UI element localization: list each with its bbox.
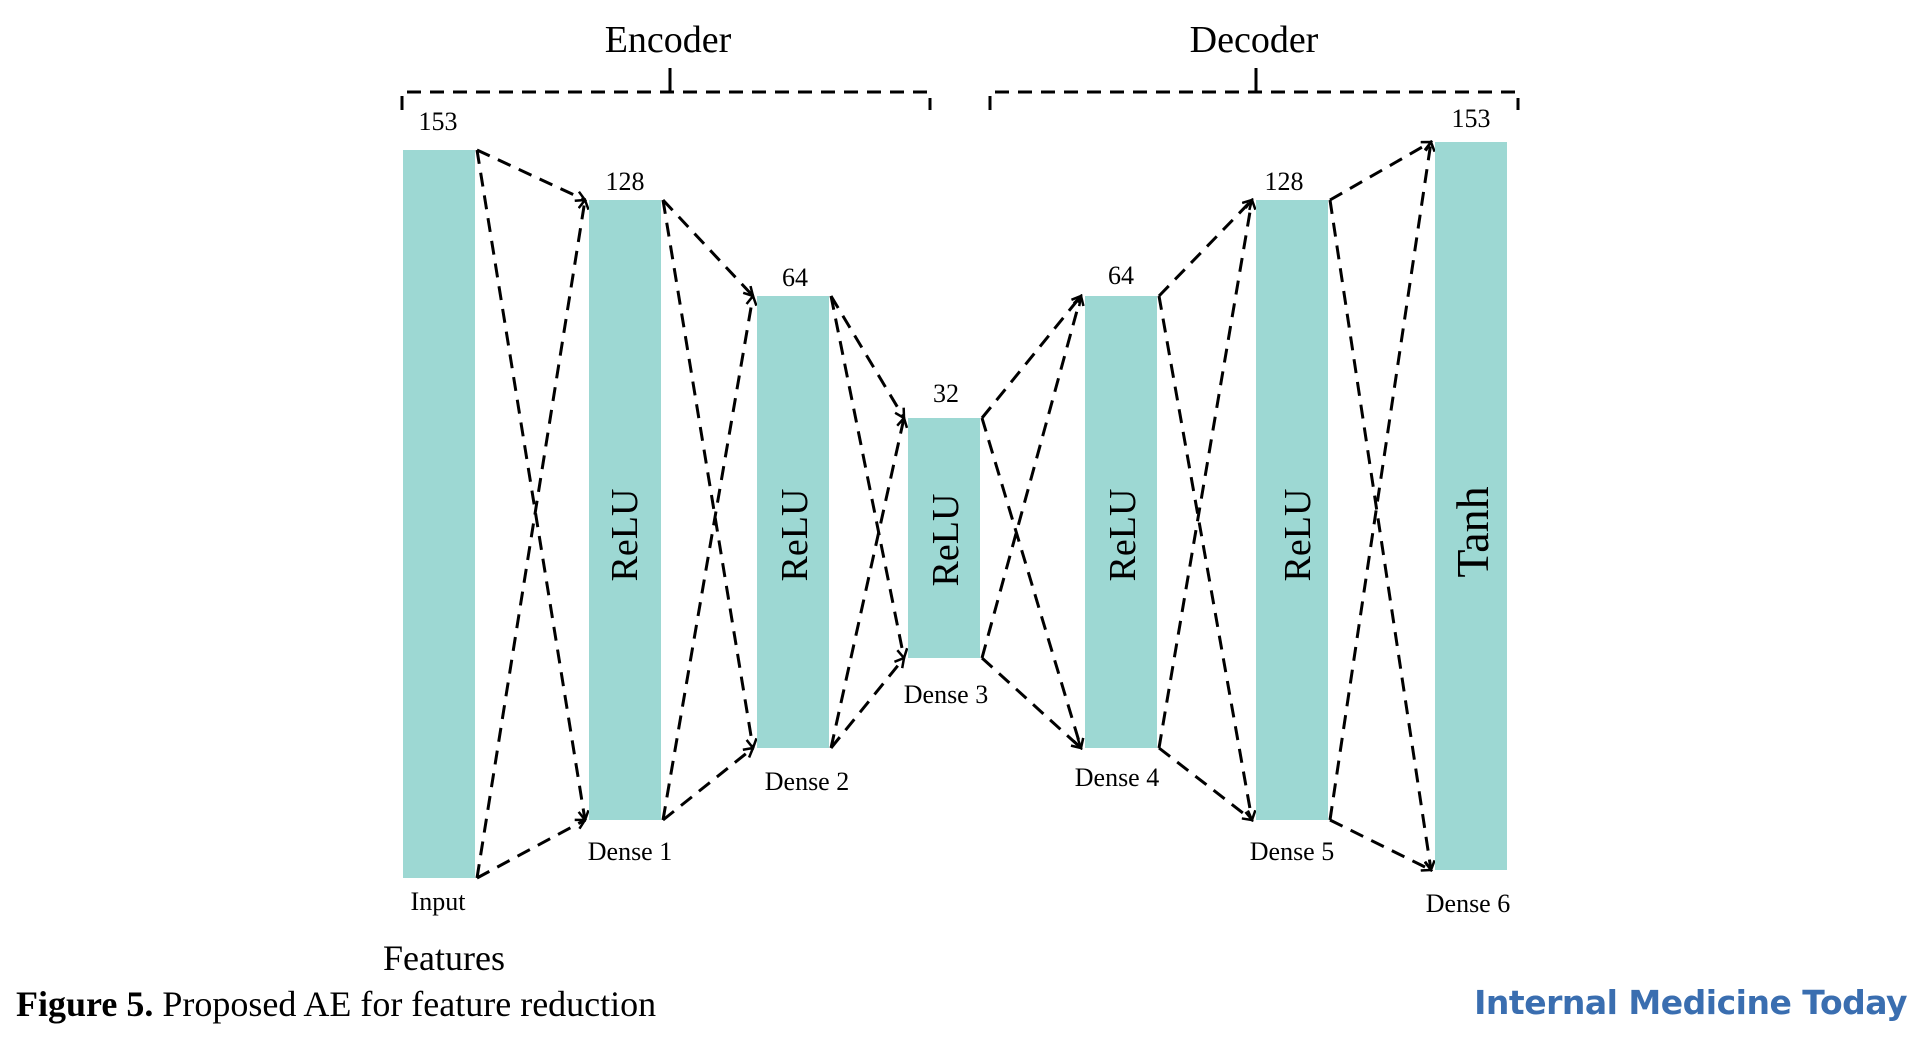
dense-3-size: 32 — [933, 379, 959, 408]
layer-dense-6: 153 Dense 6 Tanh — [1426, 104, 1510, 918]
dense-2-bar — [757, 296, 829, 748]
connection-arrow-4-3 — [980, 296, 1081, 659]
caption-text: Proposed AE for feature reduction — [153, 984, 657, 1024]
input-label: Input — [411, 887, 467, 916]
dense-4-label: Dense 4 — [1075, 763, 1159, 792]
layer-input: 153 Input — [403, 107, 475, 916]
dense-6-label: Dense 6 — [1426, 889, 1510, 918]
connection-arrow-5-4 — [1158, 746, 1252, 820]
dense-1-bar — [589, 200, 661, 820]
dense-5-label: Dense 5 — [1250, 837, 1334, 866]
dense-3-label: Dense 3 — [904, 680, 988, 709]
connection-arrow-2-4 — [662, 748, 753, 822]
figure-caption: Figure 5. Proposed AE for feature reduct… — [16, 983, 656, 1025]
connection-arrow-3-4 — [829, 658, 904, 749]
connection-arrow-4-4 — [980, 656, 1081, 748]
dense-1-activation: ReLU — [604, 489, 646, 582]
connection-arrow-5-3 — [1157, 200, 1252, 749]
encoder-label: Encoder — [605, 19, 732, 61]
dense-1-size: 128 — [606, 167, 645, 196]
layer-dense-3: 32 Dense 3 ReLU — [904, 379, 988, 709]
dense-6-size: 153 — [1452, 104, 1491, 133]
dense-1-label: Dense 1 — [588, 837, 672, 866]
dense-6-activation: Tanh — [1447, 486, 1498, 577]
dense-5-activation: ReLU — [1277, 489, 1319, 582]
connection-arrow-6-1 — [1329, 140, 1431, 202]
decoder-label: Decoder — [1190, 19, 1319, 61]
dense-4-bar — [1085, 296, 1157, 748]
connection-arrow-6-2 — [1328, 199, 1431, 870]
dense-3-bar — [908, 418, 980, 658]
dense-4-size: 64 — [1108, 261, 1134, 290]
connection-arrow-3-1 — [829, 295, 904, 418]
dense-5-bar — [1256, 200, 1328, 820]
connection-arrow-1-4 — [476, 820, 585, 880]
dense-4-activation: ReLU — [1102, 489, 1144, 582]
connection-arrow-6-4 — [1329, 818, 1431, 870]
autoencoder-diagram: Encoder Decoder 153 Input 128 Dense 1 Re… — [383, 19, 1520, 978]
decoder-bracket — [988, 68, 1520, 110]
journal-name: Internal Medicine Today — [1474, 983, 1907, 1022]
layer-dense-1: 128 Dense 1 ReLU — [588, 167, 672, 866]
dense-3-activation: ReLU — [925, 494, 967, 587]
connection-arrow-3-3 — [829, 418, 904, 749]
connection-arrow-5-2 — [1157, 295, 1252, 820]
connection-arrow-4-2 — [980, 417, 1081, 748]
dense-2-activation: ReLU — [774, 489, 816, 582]
encoder-bracket — [400, 68, 932, 110]
dense-5-size: 128 — [1265, 167, 1304, 196]
layer-dense-5: 128 Dense 5 ReLU — [1250, 167, 1334, 866]
connection-arrows — [475, 140, 1431, 880]
connection-arrow-1-2 — [475, 149, 585, 820]
connection-arrow-2-2 — [661, 199, 753, 748]
connection-arrow-3-2 — [829, 295, 904, 658]
layer-dense-4: 64 Dense 4 ReLU — [1075, 261, 1159, 792]
caption-prefix: Figure 5. — [16, 984, 154, 1024]
dense-2-size: 64 — [782, 263, 808, 292]
connection-arrow-6-3 — [1328, 142, 1431, 821]
connection-arrow-4-1 — [980, 296, 1081, 419]
connection-arrow-1-3 — [475, 200, 585, 879]
layer-dense-2: 64 Dense 2 ReLU — [757, 263, 849, 796]
features-label: Features — [383, 938, 505, 978]
dense-6-bar — [1435, 142, 1507, 870]
dense-2-label: Dense 2 — [765, 767, 849, 796]
connection-arrow-2-3 — [661, 296, 753, 821]
input-size: 153 — [419, 107, 458, 136]
connection-arrow-1-1 — [476, 148, 585, 200]
input-bar — [403, 150, 475, 878]
